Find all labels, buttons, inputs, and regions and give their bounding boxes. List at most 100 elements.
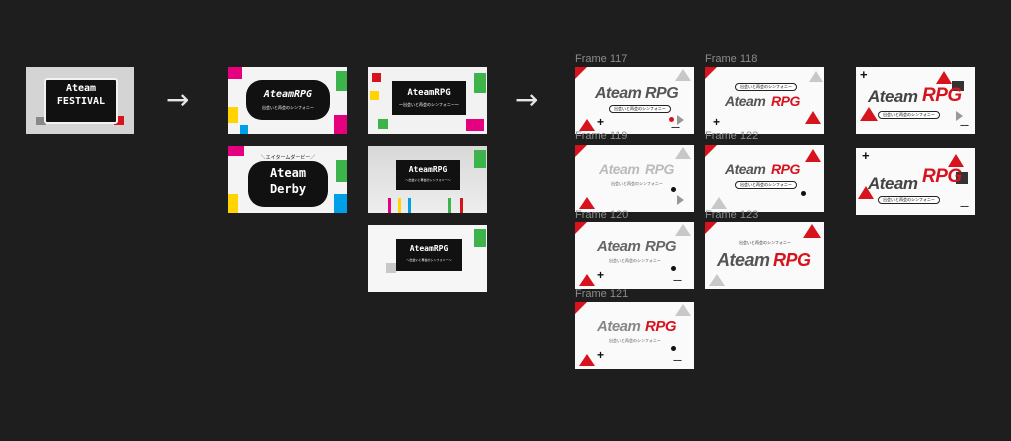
pixel-block [228,146,244,156]
dot-icon [671,266,676,271]
pixel-block [228,67,242,79]
subtitle-badge: 出会いと再会のシンフォニー [735,181,797,189]
triangle-shape [948,154,964,167]
triangle-shape [579,119,595,131]
pixel-block [474,229,486,247]
dot-icon [671,346,676,351]
arrow-right-icon: → [166,83,190,116]
frame-120[interactable]: Ateam RPG 出会いと再会のシンフォニー + −− [575,222,694,289]
frame-122-label[interactable]: Frame 122 [705,130,759,142]
subtitle-text: 出会いと再会のシンフォニー [739,240,791,245]
rpg-8bit-frame-3[interactable]: AteamRPG 〜出会いと再会のシンフォニー〜 [368,225,487,292]
pixel-block [334,194,347,213]
triangle-shape [711,197,727,209]
pixel-block [372,73,381,82]
final-frame-1[interactable]: + Ateam RPG 出会いと再会のシンフォニー −− [856,67,975,134]
frame-120-label[interactable]: Frame 120 [575,209,629,221]
rpg-8bit-subtitle: 〜出会いと再会のシンフォニー〜 [406,258,452,262]
stripe [448,198,451,213]
triangle-shape [579,274,595,286]
frame-118-label[interactable]: Frame 118 [705,53,758,65]
pixel-block [466,119,484,131]
subtitle-badge: 出会いと再会のシンフォニー [878,111,940,119]
ateam-wordmark: Ateam [595,85,642,102]
final-frame-2[interactable]: + Ateam RPG 出会いと再会のシンフォニー −− [856,148,975,215]
derby-top-caption: ＼エイタームダービー／ [260,155,316,161]
rpg-wordmark: RPG [645,238,677,255]
derby-title-line2: Derby [269,182,307,196]
stripe [408,198,411,213]
rpg-wordmark: RPG [771,161,800,177]
frame-121[interactable]: Ateam RPG 出会いと再会のシンフォニー + −− [575,302,694,369]
rpg-wordmark: RPG [645,318,677,335]
stripe [398,198,401,213]
triangle-shape [705,67,717,79]
rpg-8bit-subtitle: 〜出会いと再会のシンフォニー〜 [399,102,459,107]
stripe [388,198,391,213]
triangle-shape [705,222,717,234]
frame-119-label[interactable]: Frame 119 [575,130,628,142]
pixel-block [240,125,248,134]
rpg-wordmark: RPG [645,161,674,177]
pixel-block [474,73,486,93]
festival-frame[interactable]: Ateam FESTIVAL [26,67,134,134]
triangle-shape [575,222,587,234]
rpg-wordmark: RPG [922,85,962,106]
subtitle-badge: 出会いと再会のシンフォニー [735,83,797,91]
pixel-block [336,71,347,91]
triangle-shape [575,302,587,314]
pixel-block [386,263,396,273]
dash-icon: −− [960,202,969,211]
frame-117-label[interactable]: Frame 117 [575,53,628,65]
pixel-block [334,115,347,134]
pixel-block [378,119,388,129]
logo-panel [392,81,466,115]
frame-123-label[interactable]: Frame 123 [705,209,759,221]
dash-icon: −− [673,276,682,285]
pixel-block [228,107,238,123]
festival-logo-panel [44,78,118,124]
subtitle-badge: 出会いと再会のシンフォニー [609,105,671,113]
triangle-shape [579,354,595,366]
pixel-block [370,91,379,100]
triangle-shape [675,147,691,159]
frame-122[interactable]: Ateam RPG 出会いと再会のシンフォニー [705,145,824,212]
rpg-8bit-frame-2[interactable]: AteamRPG 〜出会いと再会のシンフォニー〜 [368,146,487,213]
triangle-shape [705,145,717,157]
frame-119[interactable]: Ateam RPG 出会いと再会のシンフォニー [575,145,694,212]
triangle-shape [675,224,691,236]
triangle-shape [805,111,821,124]
stripe [460,198,463,213]
dash-icon: −− [673,356,682,365]
frame-118[interactable]: 出会いと再会のシンフォニー Ateam RPG + [705,67,824,134]
play-icon [956,111,963,121]
plus-icon: + [597,348,604,362]
triangle-shape [709,274,725,286]
subtitle-badge: 出会いと再会のシンフォニー [878,196,940,204]
triangle-shape [579,197,595,209]
pixel-block [114,116,124,125]
plus-icon: + [597,115,604,129]
derby-frame[interactable]: ＼エイタームダービー／ Ateam Derby [228,146,347,213]
frame-123[interactable]: 出会いと再会のシンフォニー Ateam RPG [705,222,824,289]
frame-121-label[interactable]: Frame 121 [575,288,629,300]
arrow-right-icon: → [515,83,539,116]
rpg-8bit-frame-1[interactable]: AteamRPG 〜出会いと再会のシンフォニー〜 [368,67,487,134]
ateam-wordmark: Ateam [599,161,640,177]
dot-icon [801,191,806,196]
triangle-shape [575,67,587,79]
triangle-shape [803,224,821,238]
rpg-wordmark: RPG [922,166,962,187]
triangle-shape [860,107,878,121]
play-icon [677,195,684,205]
frame-117[interactable]: Ateam RPG 出会いと再会のシンフォニー + −− [575,67,694,134]
logo-panel [396,160,460,190]
ateam-wordmark: Ateam [725,161,766,177]
triangle-shape [936,71,952,84]
ateam-wordmark: Ateam [597,318,641,335]
pixel-block [474,150,486,168]
plus-icon: + [860,67,868,82]
rpg-pop-frame[interactable]: AteamRPG 出会いと再会のシンフォニー [228,67,347,134]
festival-title-line1: Ateam [65,83,97,94]
dot-icon [669,117,674,122]
